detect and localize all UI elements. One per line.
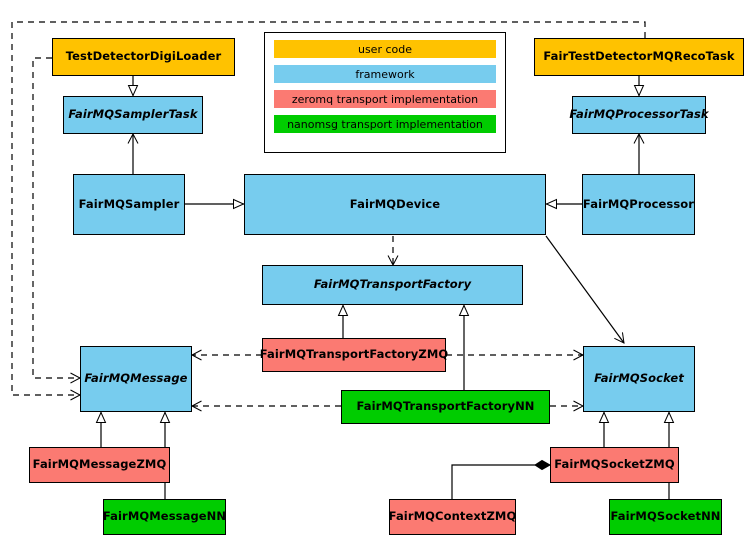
legend-item-framework: framework [274, 65, 496, 83]
node-FairMQSamplerTask[interactable]: FairMQSamplerTask [63, 96, 203, 134]
legend: user code framework zeromq transport imp… [264, 32, 506, 153]
legend-item-zeromq: zeromq transport implementation [274, 90, 496, 108]
node-FairMQMessageNN[interactable]: FairMQMessageNN [103, 499, 226, 535]
node-FairMQSocket[interactable]: FairMQSocket [583, 346, 695, 412]
node-TestDetectorDigiLoader[interactable]: TestDetectorDigiLoader [52, 38, 235, 76]
rel-contextzmq-to-socketzmq [451, 459, 552, 499]
node-FairMQProcessorTask[interactable]: FairMQProcessorTask [569, 96, 709, 134]
node-FairMQMessage[interactable]: FairMQMessage [80, 346, 192, 412]
node-FairMQTransportFactoryZMQ[interactable]: FairMQTransportFactoryZMQ [260, 338, 448, 372]
node-FairMQSampler[interactable]: FairMQSampler [73, 174, 185, 235]
node-FairMQTransportFactory[interactable]: FairMQTransportFactory [262, 265, 523, 305]
rel-device-to-socket [545, 235, 625, 344]
node-FairMQSocketZMQ[interactable]: FairMQSocketZMQ [550, 447, 679, 483]
legend-item-user-code: user code [274, 40, 496, 58]
rel-digiloader-to-message [32, 57, 82, 384]
legend-item-nanomsg: nanomsg transport implementation [274, 115, 496, 133]
node-FairMQTransportFactoryNN[interactable]: FairMQTransportFactoryNN [341, 390, 550, 424]
node-FairMQProcessor[interactable]: FairMQProcessor [582, 174, 695, 235]
node-FairTestDetectorMQRecoTask[interactable]: FairTestDetectorMQRecoTask [534, 38, 744, 76]
node-FairMQDevice[interactable]: FairMQDevice [244, 174, 546, 235]
node-FairMQMessageZMQ[interactable]: FairMQMessageZMQ [29, 447, 170, 483]
node-FairMQContextZMQ[interactable]: FairMQContextZMQ [389, 499, 516, 535]
rel-recotask-to-message [11, 21, 646, 401]
node-FairMQSocketNN[interactable]: FairMQSocketNN [609, 499, 722, 535]
